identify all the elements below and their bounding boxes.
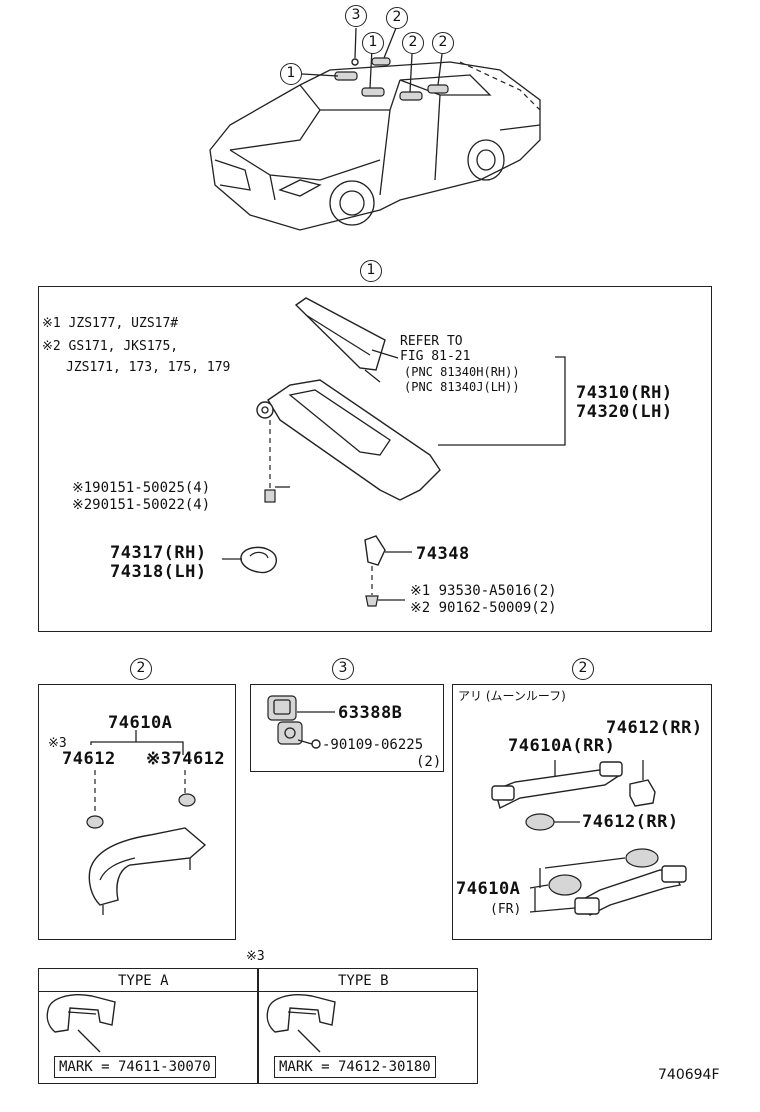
callout-2: 2	[402, 32, 424, 54]
applicability-note-1: ※1 JZS177, UZS17#	[42, 316, 179, 331]
assist-grip-artwork-right	[491, 760, 687, 916]
callout-1: 1	[362, 32, 384, 54]
cover-rr-mid-part-number: 74612(RR)	[582, 812, 679, 832]
diagram-code: 740694F	[658, 1067, 720, 1083]
cover-rr-top-part-number: 74612(RR)	[606, 718, 703, 738]
note-mark-3: ※3	[48, 736, 67, 751]
holder-lh-part-number: 74318(LH)	[110, 562, 207, 582]
callout-3: 3	[345, 5, 367, 27]
type-artwork	[46, 994, 336, 1053]
applicability-note-3: JZS171, 173, 175, 179	[66, 360, 231, 375]
assist-grip-fr-label: (FR)	[490, 902, 522, 917]
moonroof-header: アリ (ムーンルーフ)	[458, 689, 566, 703]
type-a-header: TYPE A	[118, 973, 169, 989]
callout-2: 2	[432, 32, 454, 54]
type-b-header: TYPE B	[338, 973, 389, 989]
assist-grip-fr-part-number: 74610A	[456, 879, 521, 899]
cover-artwork	[267, 695, 335, 749]
clip-screw-part-number-1: ※1 93530-A5016(2)	[410, 583, 557, 599]
section-3-callout: 3	[332, 658, 354, 680]
clip-part-number: 74348	[416, 544, 470, 564]
screw-part-number-2: ※290151-50022(4)	[72, 497, 211, 513]
holder-rh-part-number: 74317(RH)	[110, 543, 207, 563]
clip-screw-part-number-2: ※2 90162-50009(2)	[410, 600, 557, 616]
type-table-note-mark: ※3	[246, 949, 265, 964]
refer-figure: FIG 81-21	[400, 349, 471, 364]
cover-right-part-number: ※374612	[146, 749, 226, 769]
section-1-callout: 1	[360, 260, 382, 282]
callout-2: 2	[386, 7, 408, 29]
refer-to-label: REFER TO	[400, 334, 463, 349]
type-b-mark: MARK = 74612-30180	[274, 1056, 436, 1078]
sun-visor-artwork	[222, 297, 566, 607]
refer-pnc-rh: (PNC 81340H(RH))	[404, 365, 520, 379]
cover-screw-part-number: -90109-06225	[322, 737, 424, 753]
section-2-left-box	[38, 684, 236, 940]
car-illustration	[209, 27, 541, 231]
assist-grip-rr-part-number: 74610A(RR)	[508, 736, 616, 756]
type-a-mark: MARK = 74611-30070	[54, 1056, 216, 1078]
cover-screw-quantity: (2)	[416, 754, 442, 770]
assist-grip-artwork-left	[86, 730, 207, 915]
sun-visor-lh-part-number: 74320(LH)	[576, 402, 673, 422]
cover-part-number: 63388B	[338, 703, 403, 723]
type-table-divider	[257, 968, 259, 1084]
section-2-right-box	[452, 684, 712, 940]
section-2-left-callout: 2	[130, 658, 152, 680]
section-3-box	[250, 684, 444, 772]
section-2-right-callout: 2	[572, 658, 594, 680]
refer-pnc-lh: (PNC 81340J(LH))	[404, 380, 520, 394]
cover-left-part-number: 74612	[62, 749, 116, 769]
screw-part-number-1: ※190151-50025(4)	[72, 480, 211, 496]
sun-visor-rh-part-number: 74310(RH)	[576, 383, 673, 403]
assist-grip-part-number: 74610A	[108, 713, 173, 733]
applicability-note-2: ※2 GS171, JKS175,	[42, 339, 179, 354]
callout-1: 1	[280, 63, 302, 85]
section-1-box	[38, 286, 712, 632]
